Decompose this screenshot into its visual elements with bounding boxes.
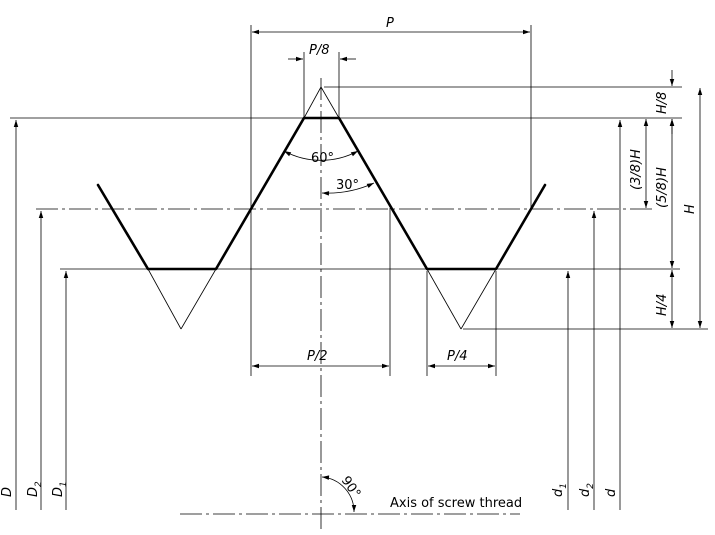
label-P8: P/8 [309, 43, 330, 58]
label-P4: P/4 [447, 349, 468, 364]
thread-profile-outline [96, 116, 547, 271]
label-P: P [386, 16, 394, 31]
fundamental-triangle-lines [147, 86, 497, 330]
label-d: d [604, 488, 619, 497]
label-P2: P/2 [307, 349, 328, 364]
label-D: D [0, 487, 15, 497]
label-H4: H/4 [655, 294, 670, 316]
label-angle-30: 30° [336, 178, 359, 193]
arc-30deg [321, 182, 375, 196]
label-H58: (5/8)H [655, 167, 670, 208]
label-H8: H/8 [655, 92, 670, 114]
label-axis: Axis of screw thread [390, 496, 522, 511]
label-d2: d2 [578, 483, 596, 497]
label-D2: D2 [26, 481, 44, 497]
label-H38: (3/8)H [629, 149, 644, 190]
horizontal-reference-lines [10, 86, 708, 330]
label-angle-60: 60° [311, 151, 334, 166]
label-d1: d1 [551, 483, 569, 497]
arc-90deg [321, 475, 357, 513]
label-angle-90: 90° [338, 474, 364, 501]
arc-60deg [283, 150, 359, 161]
label-H: H [683, 204, 698, 214]
vertical-reference-lines [250, 25, 532, 530]
label-D1: D1 [51, 481, 69, 497]
